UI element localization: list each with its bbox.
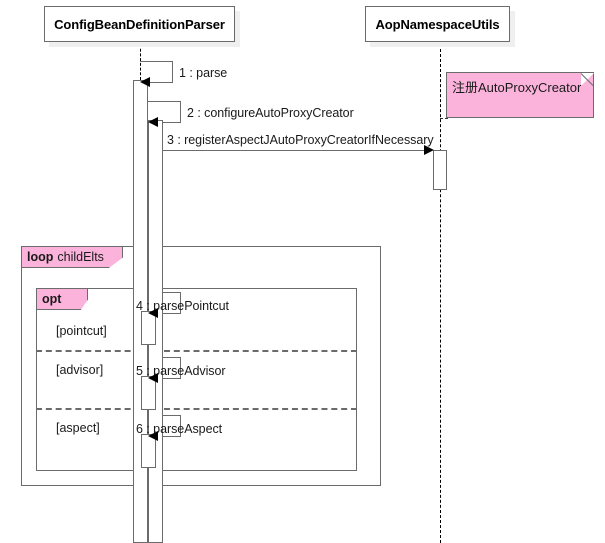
message-1-top-segment [140,61,173,62]
guard-aspect: [aspect] [56,421,100,435]
activation-bar-registerAspectJAutoProxyCreatorIfNecessary [433,150,447,190]
note-box [446,72,594,118]
message-5-label: 5 : parseAdvisor [136,364,226,378]
message-4-top-segment [148,292,181,293]
fragment-loop [21,246,381,486]
note-folded-corner-icon [581,73,594,86]
message-5-top-segment [148,357,181,358]
message-2-arrowhead [148,117,158,127]
participant-AopNamespaceUtils[interactable]: AopNamespaceUtils [365,6,510,42]
message-6-top-segment [148,415,181,416]
fragment-opt [36,288,357,471]
participant-label: AopNamespaceUtils [375,16,500,32]
fragment-loop-operator: loop [27,250,54,264]
message-4-right-segment [180,292,181,313]
message-6-arrowhead [148,431,158,441]
message-3-line [163,150,431,151]
note-anchor-line [440,118,448,119]
note-text: 注册AutoProxyCreator [452,80,582,95]
message-4-bottom-segment [158,313,181,314]
message-1-bottom-segment [150,82,173,83]
message-5-right-segment [180,357,181,378]
participant-ConfigBeanDefinitionParser[interactable]: ConfigBeanDefinitionParser [44,6,235,42]
fragment-opt-separator-2 [36,408,357,410]
message-3-label: 3 : registerAspectJAutoProxyCreatorIfNec… [167,133,434,147]
fragment-opt-label: opt [36,288,88,310]
fragment-loop-guard: childElts [57,250,104,264]
message-1-right-segment [172,61,173,82]
message-1-label: 1 : parse [179,66,228,80]
message-2-top-segment [148,101,181,102]
participant-label: ConfigBeanDefinitionParser [54,16,225,32]
message-2-label: 2 : configureAutoProxyCreator [187,106,354,120]
message-6-right-segment [180,415,181,436]
fragment-loop-label: loop childElts [21,246,123,268]
message-2-bottom-segment [158,122,181,123]
fragment-opt-separator-1 [36,350,357,352]
message-6-bottom-segment [158,436,181,437]
message-3-arrowhead [424,145,434,155]
fragment-opt-operator: opt [42,292,62,306]
message-5-arrowhead [148,373,158,383]
message-4-label: 4 : parsePointcut [136,299,229,313]
message-4-arrowhead [148,308,158,318]
message-2-right-segment [180,101,181,122]
guard-pointcut: [pointcut] [56,324,107,338]
lifeline-ConfigBeanDefinitionParser [140,44,141,80]
lifeline-AopNamespaceUtils [440,44,441,543]
guard-advisor: [advisor] [56,363,104,377]
message-1-arrowhead [140,77,150,87]
message-5-bottom-segment [158,378,181,379]
